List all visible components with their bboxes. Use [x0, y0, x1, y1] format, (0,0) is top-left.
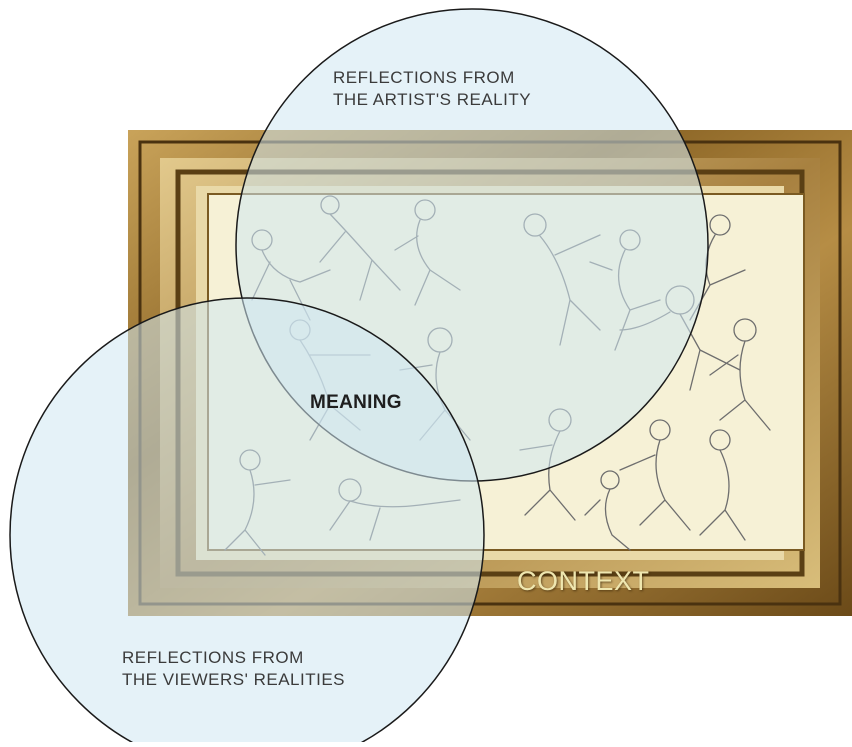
viewer-label-line-1: REFLECTIONS FROM	[122, 647, 345, 669]
viewer-reality-label: REFLECTIONS FROM THE VIEWERS' REALITIES	[122, 647, 345, 691]
artist-label-line-2: THE ARTIST'S REALITY	[333, 89, 531, 111]
meaning-label: MEANING	[310, 392, 402, 414]
artist-label-line-1: REFLECTIONS FROM	[333, 67, 531, 89]
artist-reality-label: REFLECTIONS FROM THE ARTIST'S REALITY	[333, 67, 531, 111]
viewer-label-line-2: THE VIEWERS' REALITIES	[122, 669, 345, 691]
context-label: CONTEXT	[517, 566, 650, 597]
